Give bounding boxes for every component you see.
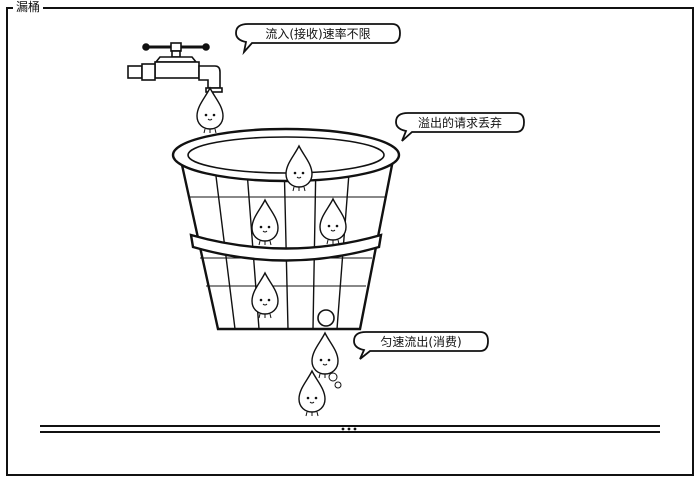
water-drop-icon bbox=[197, 88, 223, 133]
callout-inflow-text: 流入(接收)速率不限 bbox=[265, 26, 370, 41]
faucet-icon bbox=[128, 43, 222, 92]
speech-bubble-overflow: 溢出的请求丢弃 bbox=[396, 113, 524, 141]
small-splash-icon bbox=[329, 373, 341, 388]
callout-overflow-text: 溢出的请求丢弃 bbox=[418, 115, 502, 130]
water-drop-icon bbox=[299, 371, 325, 416]
callout-outflow-text: 匀速流出(消费) bbox=[380, 335, 461, 349]
wooden-bucket-icon bbox=[173, 129, 399, 329]
speech-bubble-outflow: 匀速流出(消费) bbox=[354, 332, 488, 359]
water-drop-icon bbox=[312, 333, 338, 378]
speech-bubble-inflow: 流入(接收)速率不限 bbox=[236, 24, 400, 52]
ground-line bbox=[40, 426, 660, 432]
